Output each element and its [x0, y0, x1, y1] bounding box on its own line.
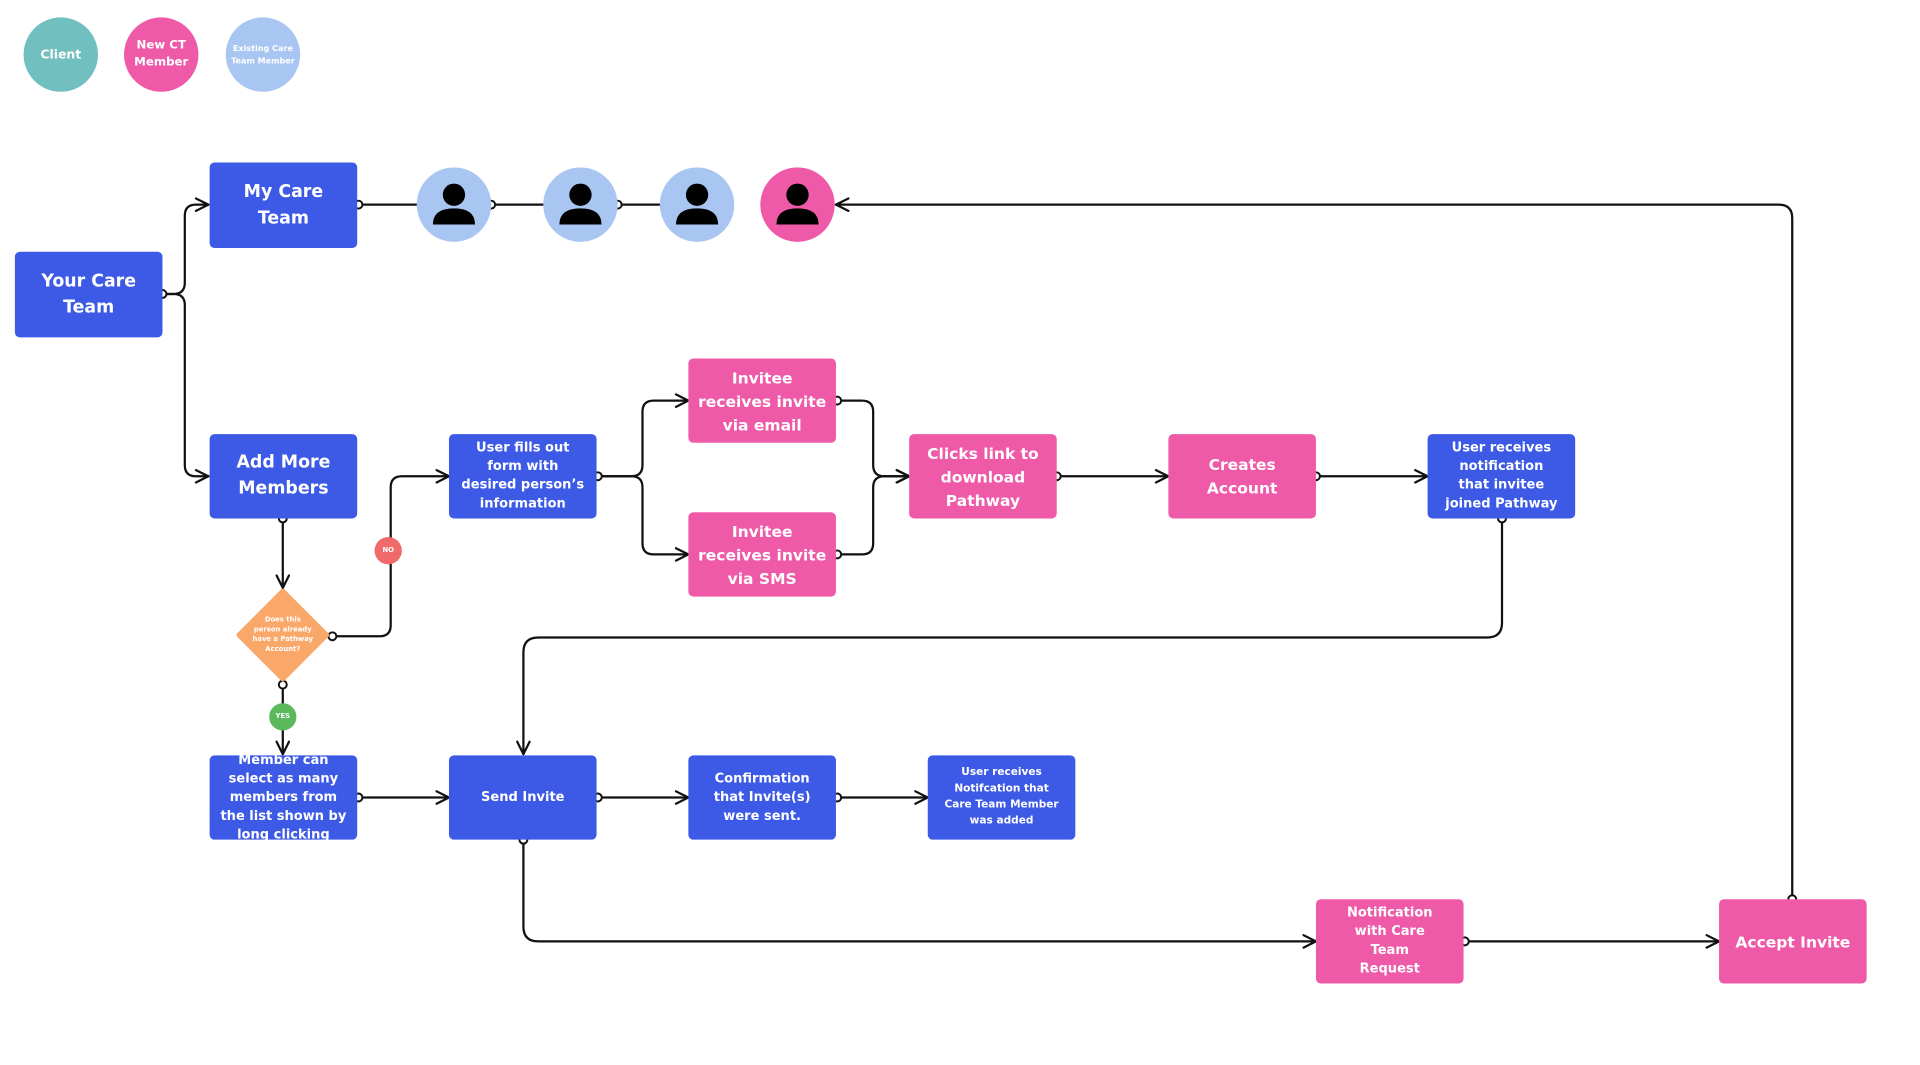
connector-form-to-sms [596, 475, 690, 562]
confirmation-label: Confirmation that Invite(s) were sent. [713, 770, 811, 823]
clicks-link-node[interactable]: Clicks link to download Pathway [909, 434, 1057, 519]
yes-badge: YES [269, 703, 297, 731]
connector-yourcare-to-mycare [161, 197, 210, 296]
add-more-members-label: Add More Members [236, 452, 331, 499]
connector-form-to-email [596, 393, 690, 478]
connector-yourcare-to-addmore [161, 292, 210, 484]
existing-member-avatar[interactable] [543, 167, 618, 242]
user-notified-added-label: User receives Notifcation that Care Team… [944, 766, 1059, 828]
new-member-avatar[interactable] [760, 167, 835, 242]
invite-sms-node[interactable]: Invitee receives invite via SMS [688, 512, 836, 597]
notification-request-node[interactable]: Notification with Care Team Request [1315, 899, 1464, 984]
invite-sms-label: Invitee receives invite via SMS [698, 521, 827, 588]
connector-sendinvite-to-notification [522, 838, 1318, 949]
decision-label: Does this person already have a Pathway … [252, 616, 314, 654]
connector-accept-to-newmember [834, 197, 1794, 901]
my-care-team-label: My Care Team [243, 181, 324, 228]
accept-invite-node[interactable]: Accept Invite [1719, 899, 1867, 984]
clicks-link-label: Clicks link to download Pathway [927, 443, 1039, 510]
add-more-members-node[interactable]: Add More Members [209, 434, 358, 519]
connector-sms-to-clicks [836, 468, 911, 556]
existing-member-avatar[interactable] [416, 167, 492, 242]
user-notified-joined-node[interactable]: User receives notification that invitee … [1427, 434, 1576, 519]
your-care-team-label: Your Care Team [41, 271, 137, 317]
connector-email-to-clicks [836, 399, 911, 484]
legend-existing-member: Existing Care Team Member [225, 17, 301, 92]
your-care-team-node[interactable]: Your Care Team [14, 251, 163, 338]
legend-new-ct-member: New CT Member [124, 17, 199, 92]
user-fills-form-label: User fills out form with desired person’… [461, 440, 585, 512]
legend-existing-member-label: Existing Care Team Member [231, 43, 295, 66]
send-invite-label: Send Invite [481, 789, 565, 805]
user-fills-form-node[interactable]: User fills out form with desired person’… [448, 434, 597, 519]
existing-member-avatar[interactable] [659, 167, 735, 242]
accept-invite-label: Accept Invite [1735, 932, 1851, 951]
connector-notified-to-sendinvite [516, 517, 1504, 756]
creates-account-node[interactable]: Creates Account [1168, 434, 1316, 519]
member-select-label: Member can select as many members from t… [220, 752, 347, 842]
no-label: NO [382, 546, 394, 555]
member-select-node[interactable]: Member can select as many members from t… [209, 752, 358, 842]
notification-request-label: Notification with Care Team Request [1346, 905, 1433, 977]
no-badge: NO [374, 537, 402, 565]
creates-account-label: Creates Account [1206, 455, 1278, 498]
legend-new-ct-member-label: New CT Member [134, 38, 189, 70]
user-notified-joined-label: User receives notification that invitee … [1445, 440, 1558, 512]
decision-text-wrap: Does this person already have a Pathway … [236, 588, 330, 682]
confirmation-node[interactable]: Confirmation that Invite(s) were sent. [688, 755, 836, 840]
yes-label: YES [275, 713, 291, 721]
person-icon [776, 183, 819, 225]
send-invite-node[interactable]: Send Invite [448, 755, 597, 840]
invite-email-node[interactable]: Invitee receives invite via email [688, 358, 836, 443]
user-notified-added-node[interactable]: User receives Notifcation that Care Team… [927, 755, 1076, 840]
legend-client: Client [23, 17, 98, 92]
invite-email-label: Invitee receives invite via email [698, 367, 827, 434]
person-icon [559, 183, 602, 225]
pathway-account-decision[interactable]: Does this person already have a Pathway … [235, 587, 331, 683]
person-icon [432, 183, 476, 225]
legend-client-label: Client [40, 47, 82, 62]
person-icon [675, 183, 719, 225]
my-care-team-node[interactable]: My Care Team [209, 162, 358, 249]
